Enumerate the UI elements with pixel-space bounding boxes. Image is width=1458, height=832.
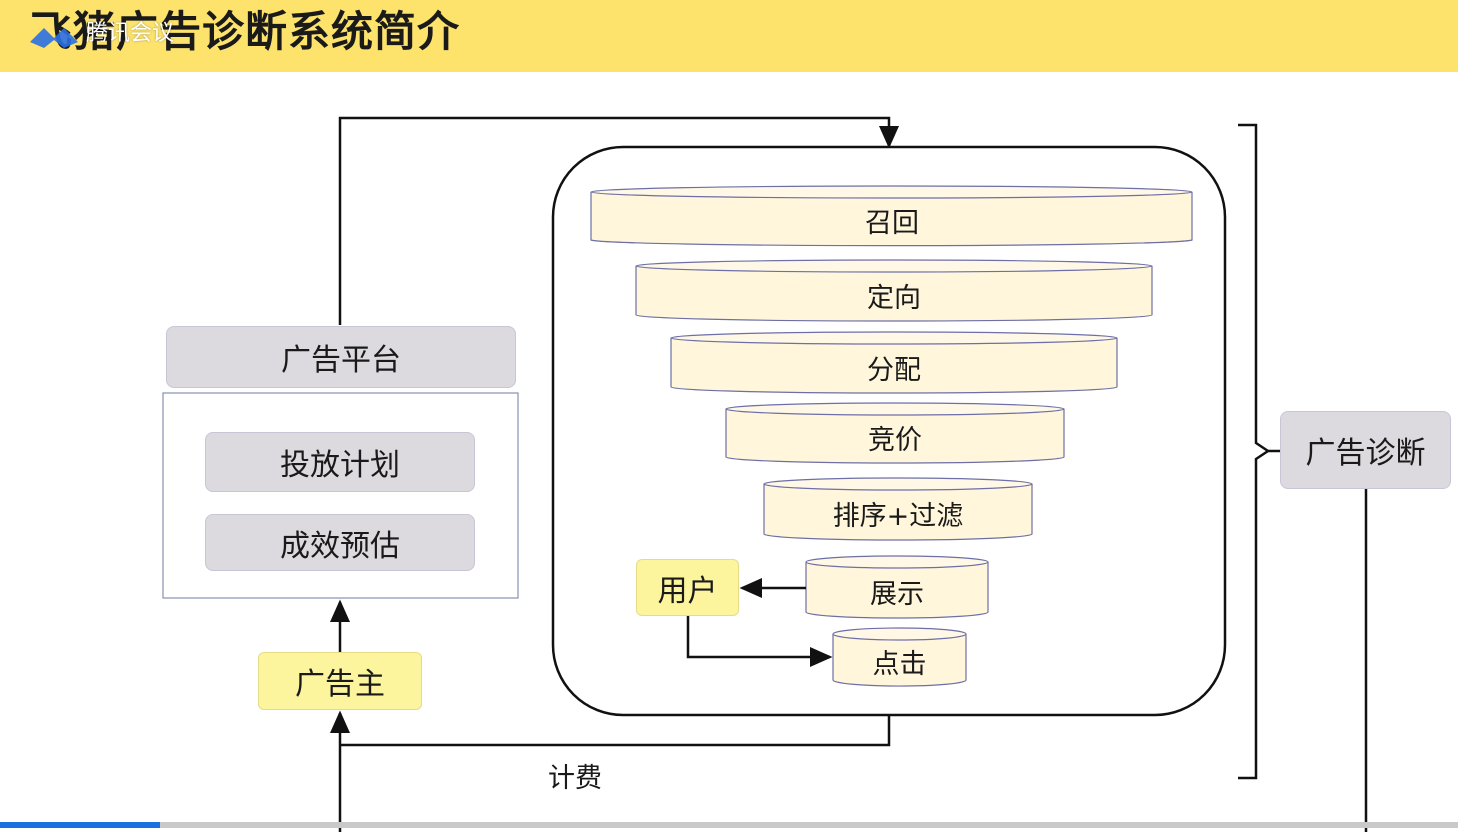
- title-bar: [0, 0, 1458, 72]
- funnel-layer-allocation: [670, 331, 1118, 394]
- layer-label-click: 点击: [872, 648, 927, 680]
- funnel-layer-recall: [590, 185, 1193, 247]
- user-box: 用户: [636, 559, 739, 616]
- effect-estimate-box: 成效预估: [205, 514, 475, 571]
- layer-label-recall: 召回: [865, 207, 919, 239]
- funnel-layer-targeting: [635, 259, 1153, 322]
- layer-label-ranking: 排序+过滤: [832, 500, 964, 532]
- delivery-plan-box: 投放计划: [205, 432, 475, 492]
- layer-label-targeting: 定向: [867, 282, 921, 314]
- layer-label-bidding: 竞价: [868, 424, 922, 456]
- meeting-overlay-label: 腾讯会议: [86, 21, 175, 46]
- advertiser-box: 广告主: [258, 652, 422, 710]
- layer-label-impression: 展示: [870, 578, 924, 610]
- ad-diagnosis-box: 广告诊断: [1280, 411, 1451, 489]
- funnel-layer-bidding: [725, 402, 1065, 464]
- page-title: 飞猪广告诊断系统简介: [30, 7, 461, 56]
- funnel-layer-impression: [805, 555, 989, 619]
- user-to-click-arrow: [686, 616, 833, 667]
- tencent-meeting-logo-icon: [30, 28, 78, 48]
- billing-label: 计费: [548, 762, 602, 794]
- ad-platform-header: 广告平台: [166, 326, 516, 388]
- funnel-layer-ranking: [763, 477, 1033, 541]
- funnel-layer-click: [832, 627, 967, 687]
- platform-to-funnel-line: [338, 116, 899, 325]
- layer-label-allocation: 分配: [867, 354, 921, 386]
- progress-track[interactable]: [0, 822, 1458, 828]
- progress-fill: [0, 822, 161, 828]
- billing-line: [340, 715, 891, 747]
- diagnosis-bracket: [1238, 123, 1271, 780]
